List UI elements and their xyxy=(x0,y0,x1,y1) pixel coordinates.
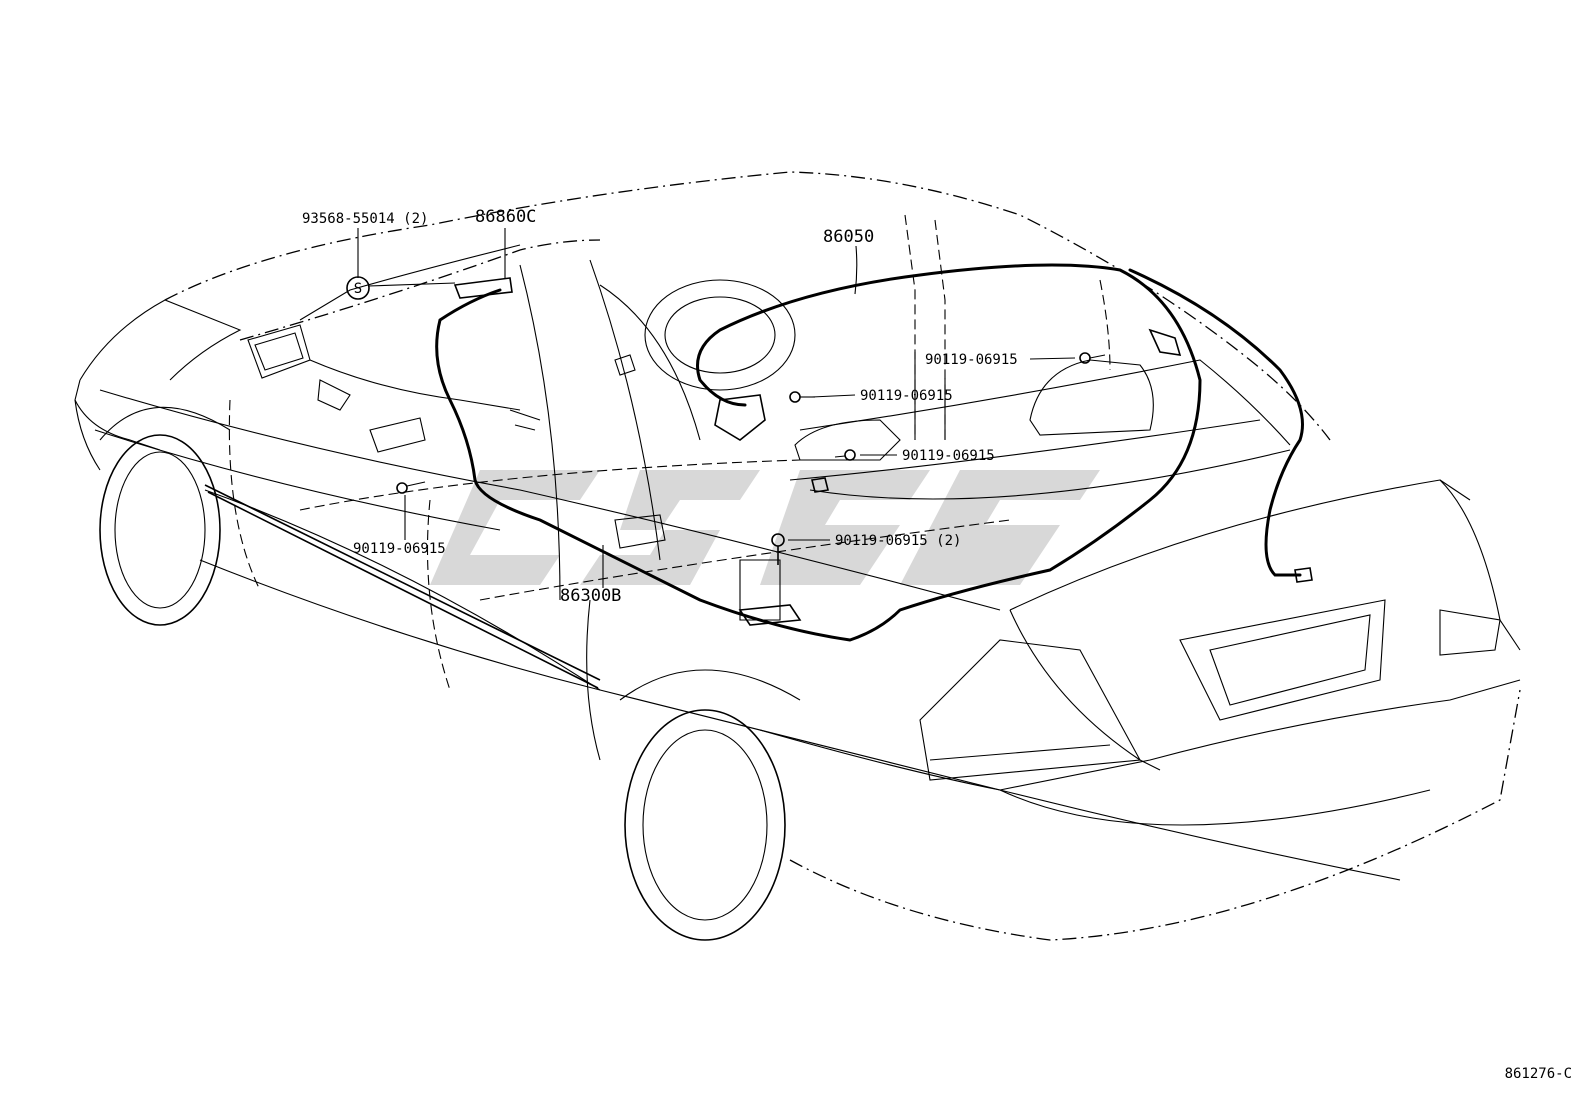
callout-rod-antenna-cord: 86050 xyxy=(823,227,874,247)
callout-bolt-left: 90119-06915 xyxy=(353,541,446,557)
callout-bolt-center-lower: 90119-06915 xyxy=(902,448,995,464)
callout-bolt-center-upper: 90119-06915 xyxy=(860,388,953,404)
bolt-icon xyxy=(396,482,408,494)
bolt-icon xyxy=(844,449,856,461)
clamp-marker: S xyxy=(346,276,370,300)
antenna-wire xyxy=(435,263,1313,642)
callout-antenna-unit: 86860C xyxy=(475,207,536,227)
callout-bolt-rear-shelf: 90119-06915 xyxy=(925,352,1018,368)
bolt-icon xyxy=(789,391,801,403)
figure-reference: 861276-C xyxy=(1505,1066,1572,1082)
callout-bolt-floor: 90119-06915 (2) xyxy=(835,533,961,549)
callout-cord-sub-assy: 86300B xyxy=(560,586,621,606)
leader-lines xyxy=(357,228,1076,588)
clamp-marker-label: S xyxy=(354,281,362,297)
watermark xyxy=(430,470,1100,585)
car-body xyxy=(74,171,1521,941)
callout-clamp-part: 93568-55014 (2) xyxy=(302,211,428,227)
